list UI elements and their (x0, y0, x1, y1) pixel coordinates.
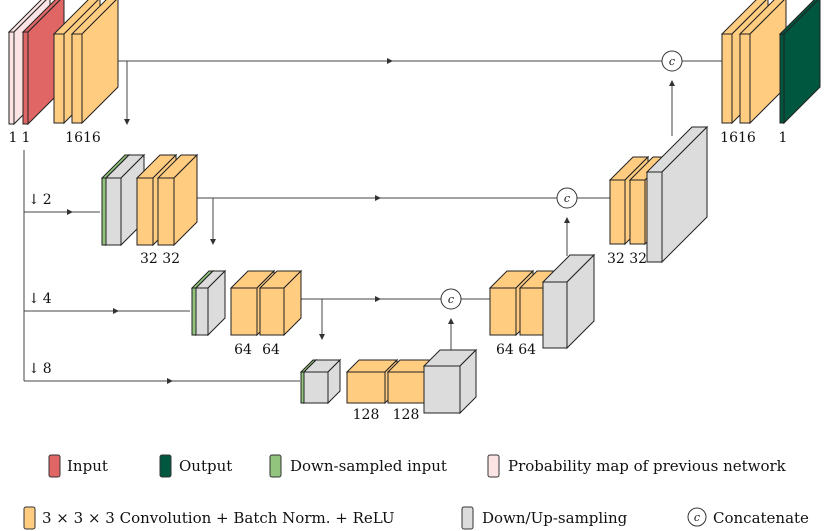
legend: Input Output Down-sampled input Probabil… (23, 454, 809, 530)
block-bott-upsample (422, 348, 478, 415)
concat-node-level2: c (440, 288, 462, 310)
channels-enc1: 32 32 (140, 251, 180, 267)
channels-dec2: 64 64 (496, 342, 536, 358)
scale-label-4: ↓4 (28, 291, 52, 307)
legend-output: Output (159, 454, 232, 478)
channels-bottleneck-a: 128 (353, 407, 380, 423)
legend-input: Input (48, 454, 108, 478)
legend-conv-label: 3 × 3 × 3 Convolution + Batch Norm. + Re… (42, 509, 395, 527)
legend-downsampled: Down-sampled input (269, 454, 447, 478)
concat-node-level2-symbol: c (448, 293, 454, 306)
legend-input-label: Input (67, 457, 108, 475)
block-dec2-upsample (541, 253, 596, 350)
block-dec1-upsample (645, 125, 709, 264)
block-enc1-conv-b (156, 153, 199, 247)
block-enc2-pool (194, 269, 227, 337)
block-enc2-conv-b (258, 269, 303, 337)
channels-bottleneck-b: 128 (393, 407, 420, 423)
legend-conv: 3 × 3 × 3 Convolution + Batch Norm. + Re… (23, 506, 395, 530)
legend-concat: c Concatenate (687, 507, 809, 527)
scale-label-8: ↓8 (28, 361, 52, 377)
legend-downsampled-swatch (269, 454, 282, 478)
channels-output: 1 (779, 130, 788, 146)
legend-probability-label: Probability map of previous network (508, 457, 787, 475)
legend-updown: Down/Up-sampling (461, 506, 628, 530)
channels-dec1: 32 32 (607, 251, 647, 267)
concat-node-level0: c (661, 50, 683, 72)
legend-downsampled-label: Down-sampled input (290, 457, 447, 475)
legend-updown-label: Down/Up-sampling (482, 509, 628, 527)
legend-output-swatch (159, 454, 172, 478)
block-enc0-conv-b (70, 0, 119, 125)
legend-updown-swatch (461, 506, 474, 530)
concat-node-level1: c (556, 187, 578, 209)
channels-enc2-b: 64 (262, 342, 280, 358)
channels-enc0: 1616 (65, 130, 101, 146)
legend-conv-swatch (23, 506, 36, 530)
legend-probability-swatch (487, 454, 500, 478)
concat-node-level0-symbol: c (669, 55, 675, 68)
channels-enc2-a: 64 (234, 342, 252, 358)
scale-label-2: ↓2 (28, 192, 52, 208)
channels-dec0: 1616 (720, 130, 756, 146)
legend-probability: Probability map of previous network (487, 454, 787, 478)
channels-input-prob: 1 (9, 130, 18, 146)
block-dec0-conv-b (738, 0, 787, 125)
concat-node-level1-symbol: c (564, 192, 570, 205)
network-blocks (7, 0, 821, 415)
block-output (778, 0, 821, 125)
connections (23, 58, 722, 384)
legend-input-swatch (48, 454, 61, 478)
block-bott-pool (302, 358, 342, 405)
legend-concat-label: Concatenate (713, 509, 809, 527)
channels-input-image: 1 (22, 130, 31, 146)
legend-output-label: Output (179, 457, 232, 475)
legend-concat-swatch (687, 507, 707, 527)
legend-concat-symbol: c (694, 511, 700, 524)
